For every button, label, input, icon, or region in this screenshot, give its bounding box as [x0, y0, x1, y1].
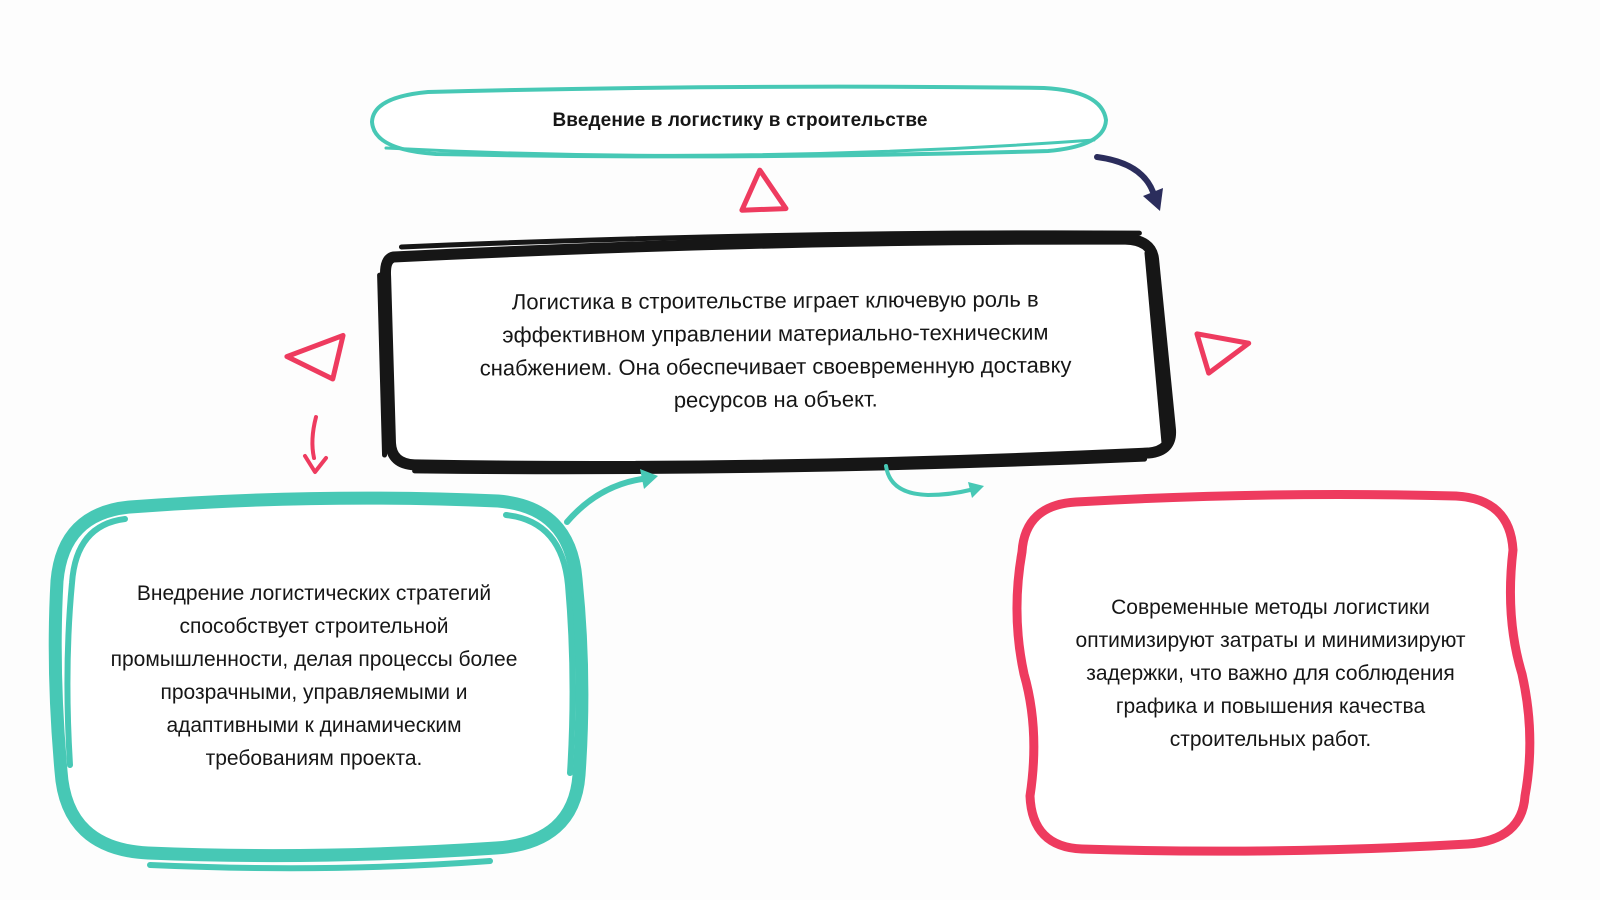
left-box-outline	[48, 491, 589, 872]
text-line: Современные методы логистики	[1111, 595, 1430, 619]
left-node: Внедрение логистических стратегий способ…	[30, 477, 598, 875]
text-line: оптимизируют затраты и минимизируют	[1075, 628, 1466, 652]
title-node: Введение в логистику в строительстве	[356, 78, 1124, 164]
red-triangle-top-icon	[739, 167, 789, 213]
text-line: промышленности, делая процессы более	[110, 648, 518, 671]
left-text: Внедрение логистических стратегий способ…	[111, 577, 518, 775]
text-line: адаптивными к динамическим	[166, 714, 462, 737]
title-pill-outline	[370, 84, 1108, 159]
text-line: ресурсов на объект.	[673, 386, 878, 413]
navy-curved-arrow-icon	[1094, 154, 1163, 211]
red-triangle-left-icon	[284, 332, 346, 382]
text-line: Внедрение логистических стратегий	[136, 582, 492, 605]
red-down-arrow-icon	[303, 415, 328, 474]
text-line: снабжением. Она обеспечивает своевременн…	[479, 352, 1072, 381]
text-line: требованиям проекта.	[205, 747, 423, 770]
text-line: задержки, что важно для соблюдения	[1086, 661, 1455, 685]
text-line: прозрачными, управляемыми и	[160, 681, 468, 704]
text-line: способствует строительной	[179, 615, 449, 638]
text-line: строительных работ.	[1169, 727, 1372, 751]
text-line: графика и повышения качества	[1115, 694, 1426, 718]
text-line: Логистика в строительстве играет ключеву…	[511, 286, 1039, 315]
center-node: Логистика в строительстве играет ключеву…	[357, 223, 1193, 477]
center-box-outline	[377, 230, 1177, 475]
teal-curved-arrow-center-icon	[884, 464, 984, 498]
center-text: Логистика в строительстве играет ключеву…	[479, 282, 1072, 417]
teal-curved-arrow-left-icon	[564, 469, 658, 525]
title-text: Введение в логистику в строительстве	[552, 110, 928, 131]
right-text: Современные методы логистики оптимизирую…	[1076, 591, 1466, 756]
red-triangle-right-icon	[1194, 331, 1252, 376]
text-line: эффективном управлении материально-техни…	[502, 319, 1049, 348]
right-box-outline	[1012, 489, 1535, 856]
right-node: Современные методы логистики оптимизирую…	[998, 478, 1543, 868]
